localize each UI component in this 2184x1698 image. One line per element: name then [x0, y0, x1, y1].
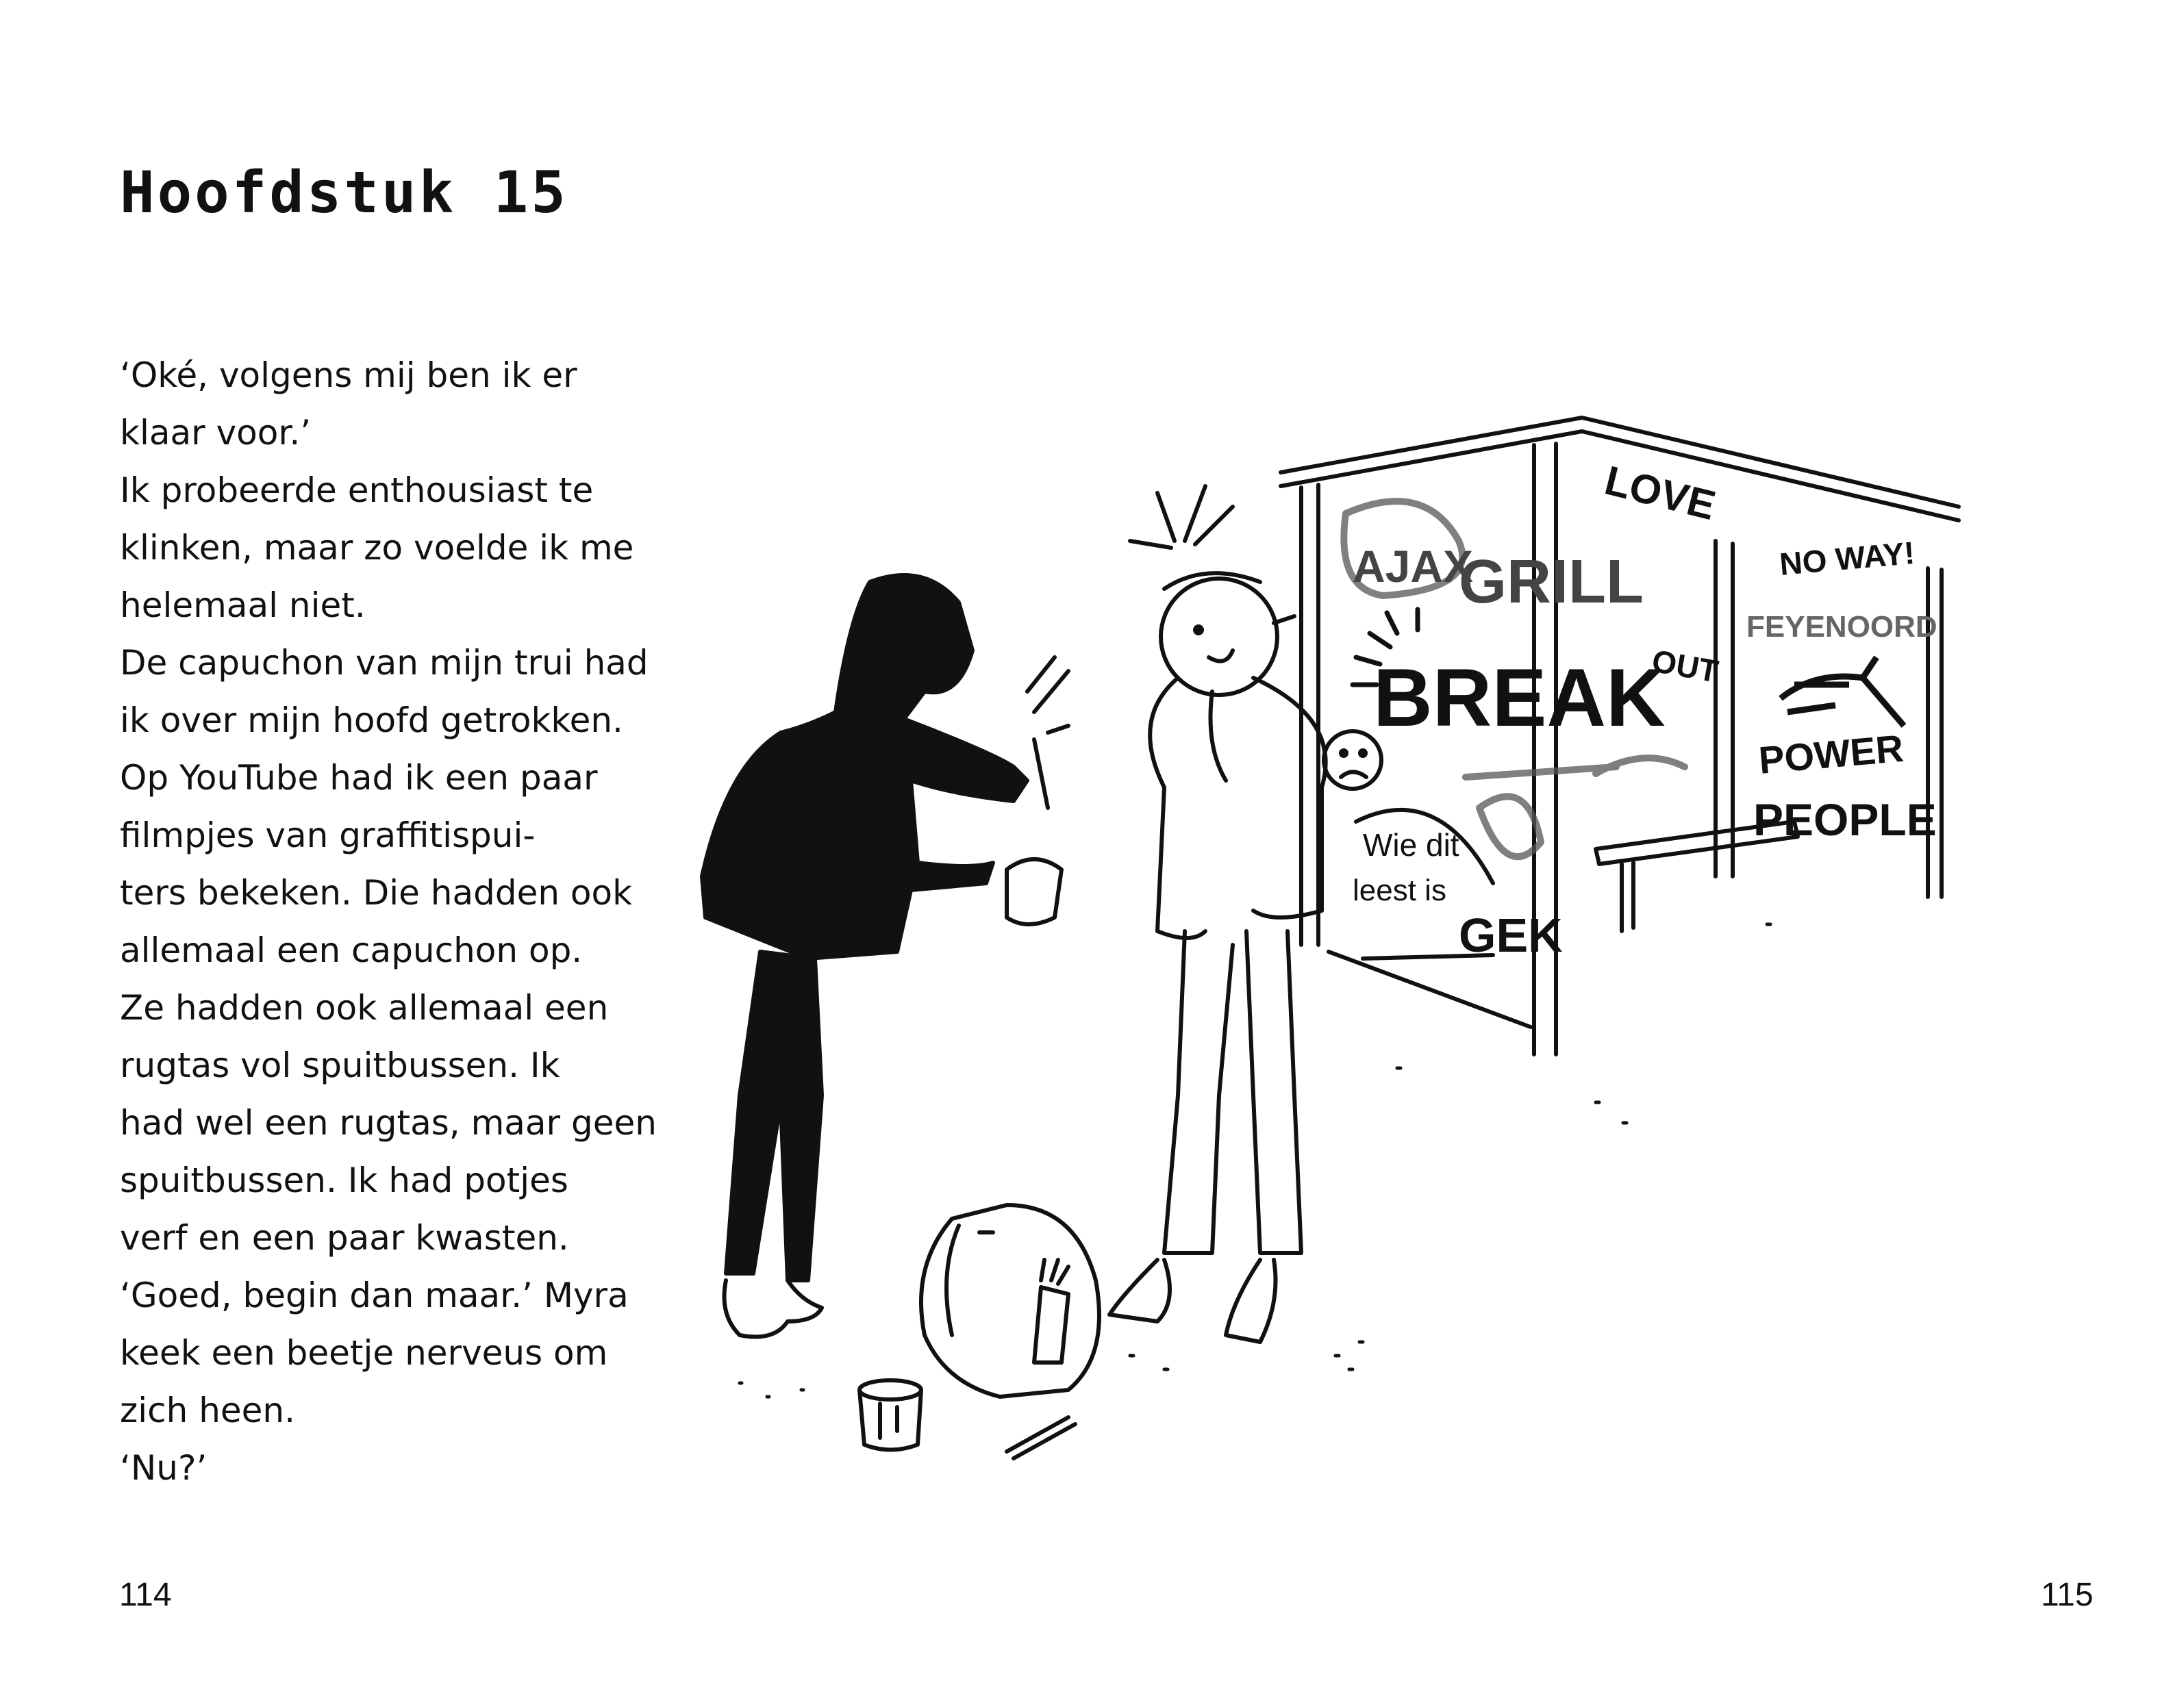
story-line: helemaal niet.	[120, 585, 366, 625]
story-line: rugtas vol spuitbussen. Ik	[120, 1046, 560, 1085]
story-line: Op YouTube had ik een paar	[120, 758, 598, 798]
graffiti-wie-dit: Wie dit	[1363, 827, 1459, 863]
story-line: Ik probeerde enthousiast te	[120, 470, 594, 510]
story-line: spuitbussen. Ik had potjes	[120, 1161, 568, 1200]
graffiti-break: BREAK	[1373, 652, 1666, 744]
story-line: ‘Oké, volgens mij ben ik er	[120, 355, 577, 395]
story-line: ‘Goed, begin dan maar.’ Myra	[120, 1276, 629, 1315]
story-text: ‘Oké, volgens mij ben ik er klaar voor.’…	[120, 346, 657, 1497]
bus-shelter	[1279, 416, 1961, 1056]
story-line: Ze hadden ook allemaal een	[120, 988, 609, 1028]
backpack-icon	[919, 1203, 1101, 1399]
story-line: ‘Nu?’	[120, 1448, 208, 1488]
story-line: filmpjes van graffitispui-	[120, 815, 536, 855]
graffiti-texts: LOVE AJAX GRILL OUT BREAK NO WAY! FEYENO…	[1353, 457, 1937, 962]
story-line: allemaal een capuchon op.	[120, 930, 583, 970]
story-line: klaar voor.’	[120, 413, 312, 453]
brush-icon	[1005, 1415, 1077, 1460]
graffiti-ajax: AJAX	[1353, 541, 1473, 592]
story-line: ters bekeken. Die hadden ook	[120, 873, 633, 913]
story-line: verf en een paar kwasten.	[120, 1218, 569, 1258]
graffiti-gek: GEK	[1459, 909, 1563, 962]
graffiti-power: POWER	[1757, 726, 1905, 782]
girl-figure	[1107, 484, 1328, 1344]
graffiti-people: PEOPLE	[1753, 794, 1937, 845]
story-line: ik over mijn hoofd getrokken.	[120, 700, 623, 740]
graffiti-grill: GRILL	[1459, 548, 1644, 616]
page-number-right: 115	[2041, 1577, 2094, 1613]
story-line: had wel een rugtas, maar geen	[120, 1103, 657, 1143]
graffiti-leest-is: leest is	[1353, 874, 1446, 907]
page-number-left: 114	[119, 1577, 172, 1613]
hooded-figure	[700, 573, 1070, 1339]
chapter-title: Hoofdstuk 15	[120, 159, 568, 226]
paint-can-icon	[857, 1378, 923, 1452]
graffiti-noway: NO WAY!	[1778, 535, 1916, 582]
story-line: klinken, maar zo voelde ik me	[120, 528, 634, 568]
story-line: keek een beetje nerveus om	[120, 1333, 608, 1373]
story-line: zich heen.	[120, 1391, 296, 1430]
graffiti-love: LOVE	[1601, 457, 1720, 529]
story-line: De capuchon van mijn trui had	[120, 643, 649, 683]
graffiti-feyenoord: FEYENOORD	[1746, 610, 1937, 644]
arrow-graffiti-icon	[1779, 655, 1907, 728]
